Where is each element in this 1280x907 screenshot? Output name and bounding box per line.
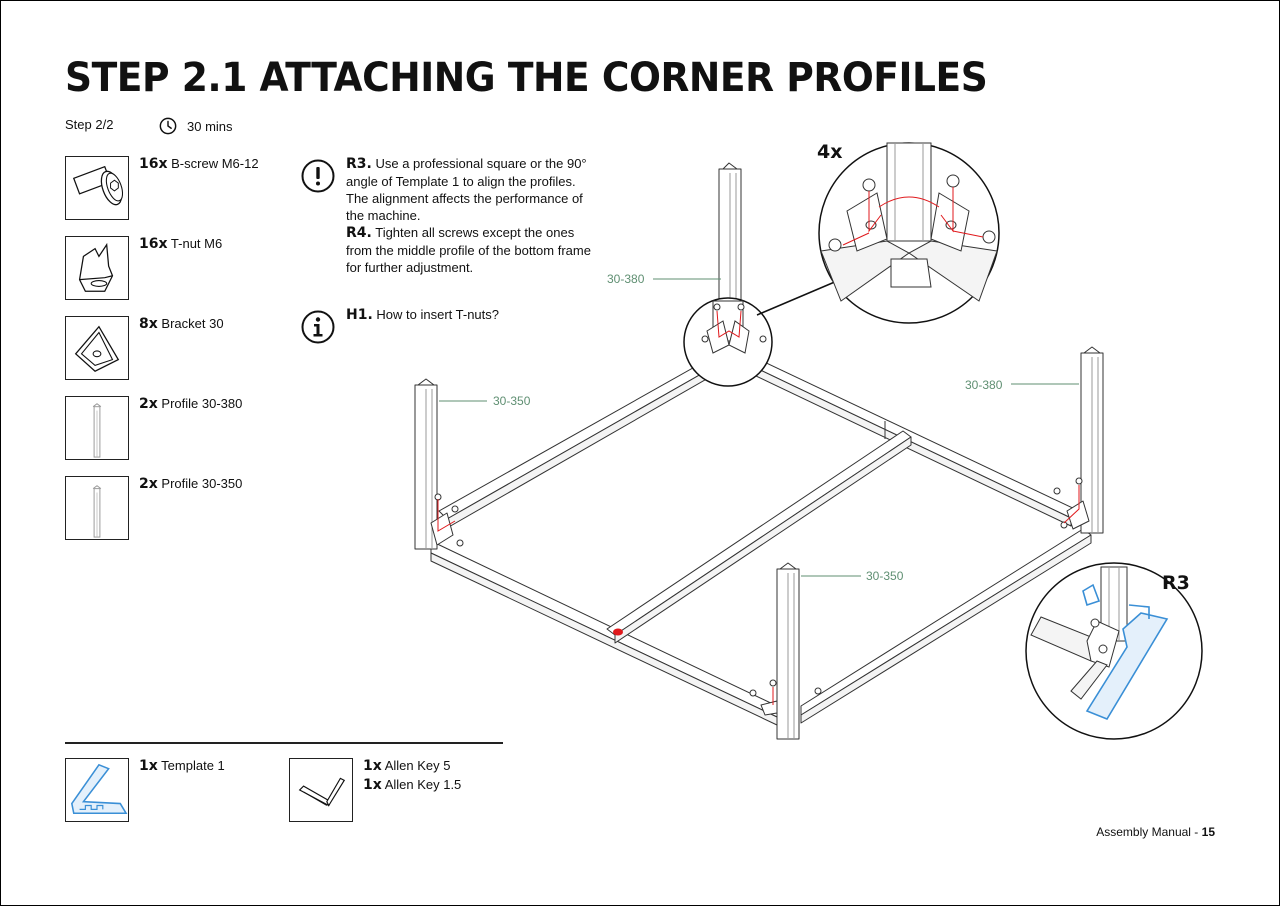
page-number: 15 [1201,825,1215,839]
info-icon [301,310,335,344]
duration: 30 mins [159,117,233,135]
note-text: H1. How to insert T-nuts? [346,307,499,323]
part-label: 16x B-screw M6-12 [139,156,259,172]
dimension-label: 30-380 [965,378,1003,392]
page-footer: Assembly Manual - 15 [1096,825,1215,839]
part-label: 16x T-nut M6 [139,236,223,252]
part-label: 2x Profile 30-380 [139,396,243,412]
bracket-icon [65,316,129,380]
warning-icon [301,159,335,193]
dimension-label: 30-350 [493,394,531,408]
tools-divider [65,742,503,744]
template-icon [65,758,129,822]
part-label: 2x Profile 30-350 [139,476,243,492]
detail-quantity-label: 4x [817,141,843,163]
detail-reference-label: R3 [1162,572,1190,594]
part-label: 8x Bracket 30 [139,316,224,332]
duration-text: 30 mins [187,118,233,134]
profile-icon [65,396,129,460]
dimension-label: 30-380 [607,272,645,286]
dimension-label: 30-350 [866,569,904,583]
tool-label: 1x Allen Key 5 1x Allen Key 1.5 [363,758,462,793]
page-title: STEP 2.1 ATTACHING THE CORNER PROFILES [65,55,988,101]
t-nut-icon [65,236,129,300]
tool-label: 1x Template 1 [139,758,225,774]
clock-icon [159,117,177,135]
profile-icon [65,476,129,540]
note-text: R3. Use a professional square or the 90°… [346,156,591,275]
step-indicator: Step 2/2 [65,117,114,132]
allen-key-icon [289,758,353,822]
screw-icon [65,156,129,220]
